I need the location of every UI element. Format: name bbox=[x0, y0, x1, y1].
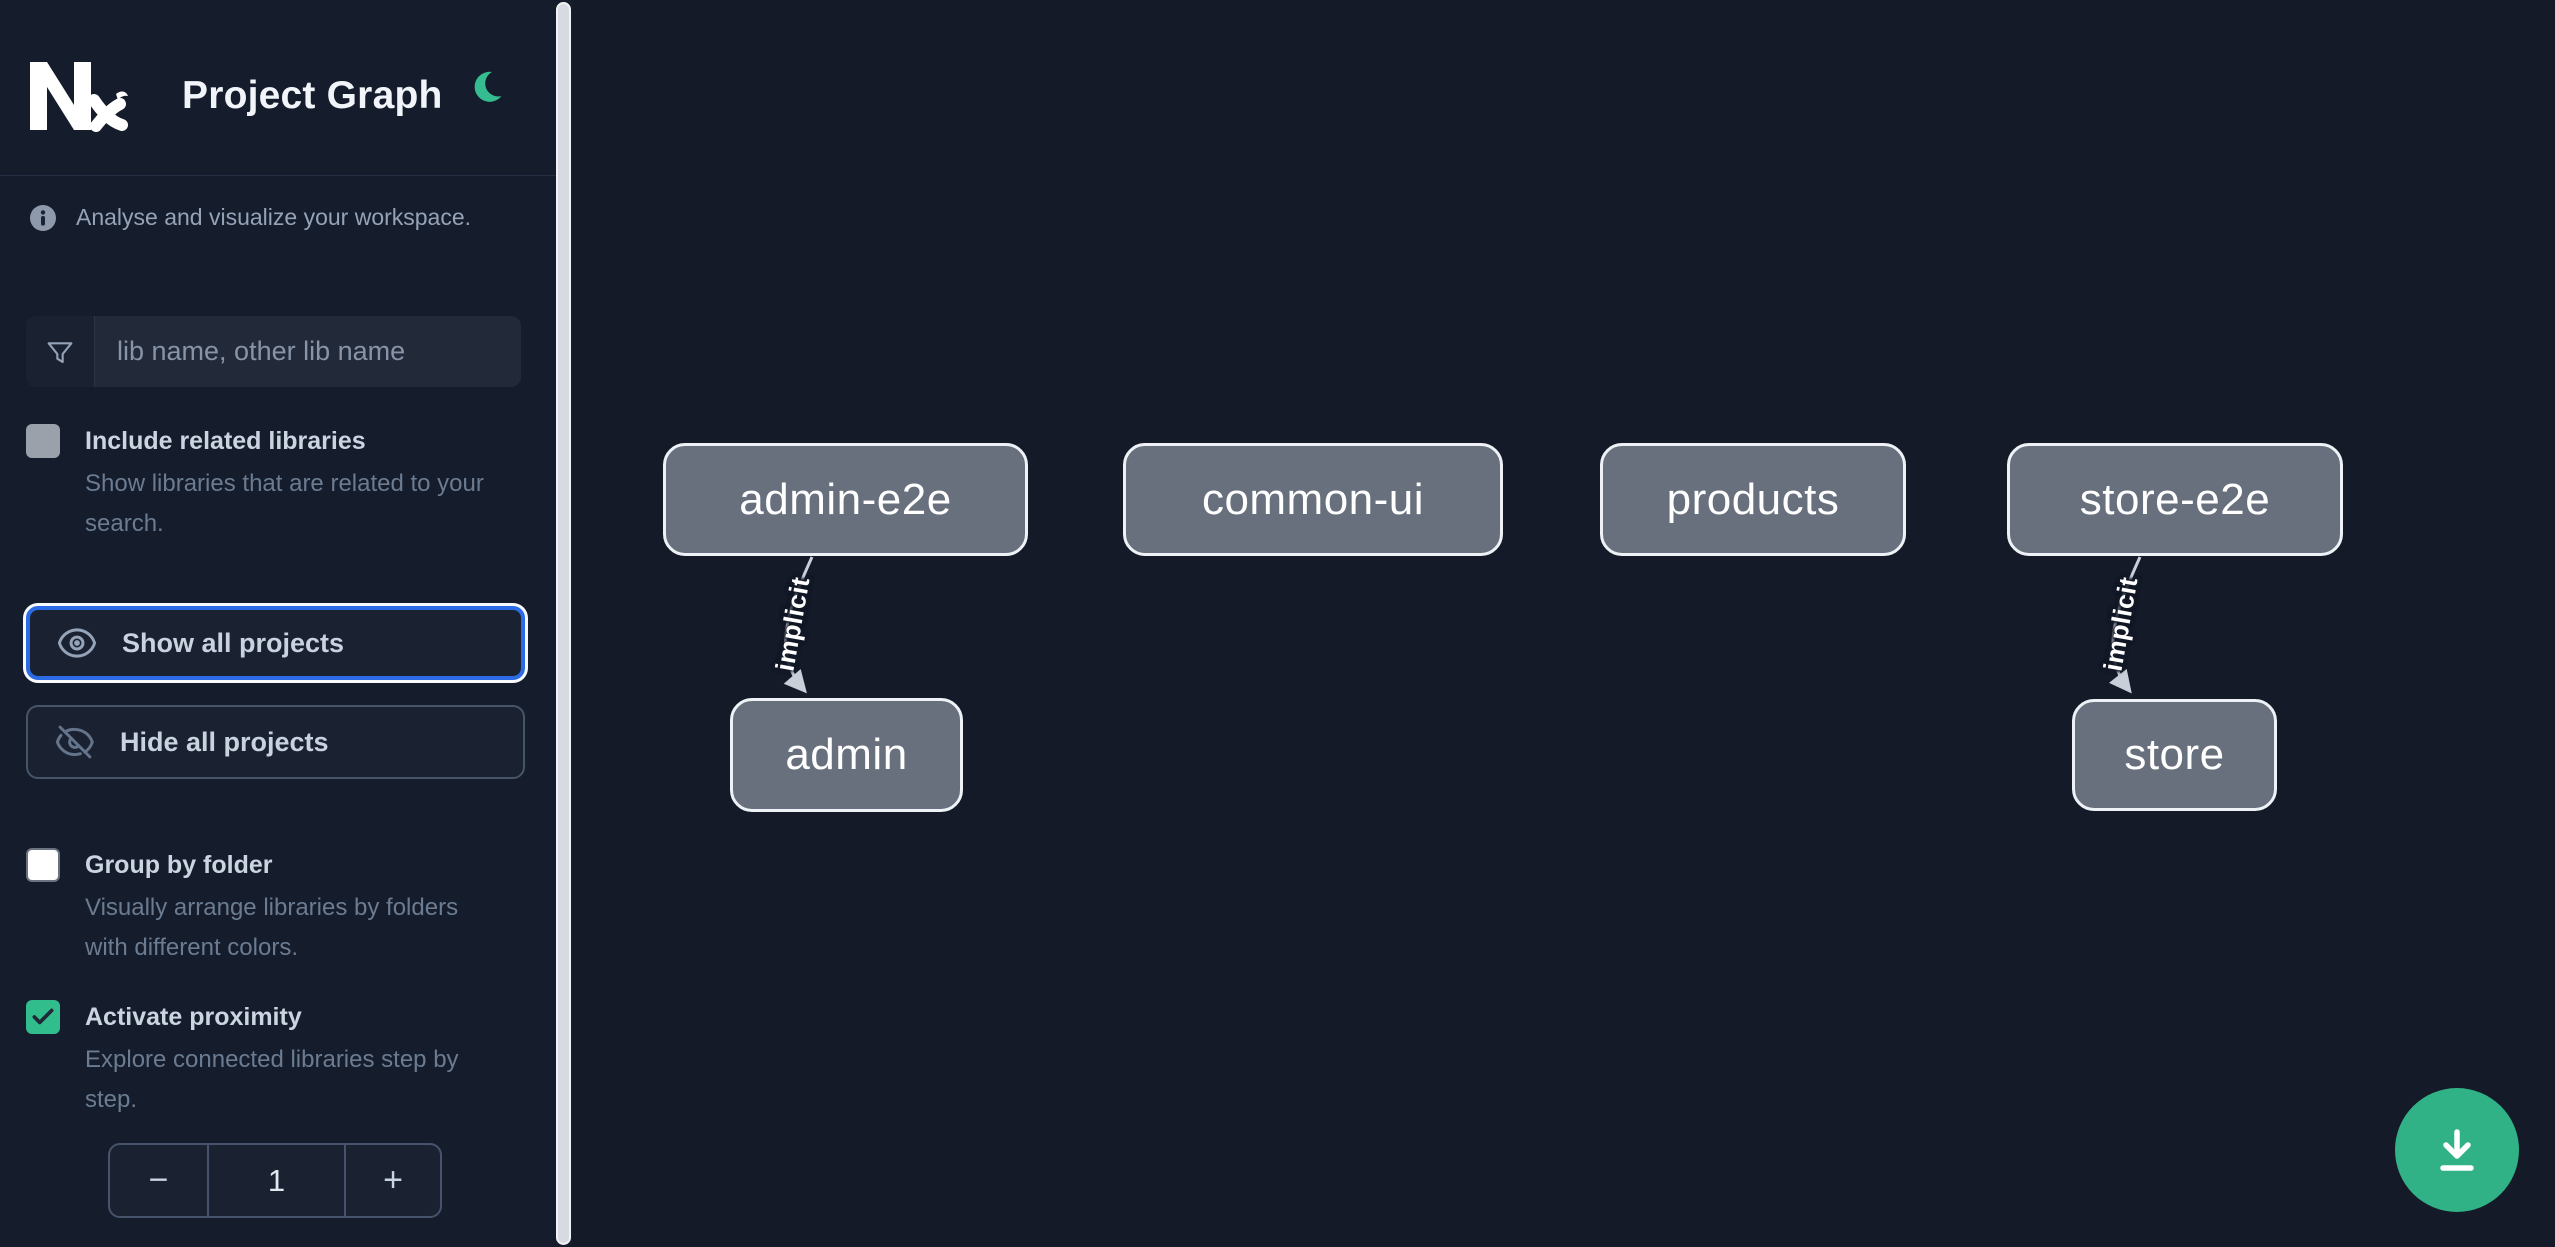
proximity-depth-value: 1 bbox=[267, 1162, 286, 1198]
toggle-include-related: Include related libraries Show libraries… bbox=[26, 424, 531, 544]
workspace-info-row: Analyse and visualize your workspace. bbox=[30, 204, 530, 231]
toggle-description: Explore connected libraries step by step… bbox=[85, 1046, 459, 1113]
show-all-projects-button[interactable]: Show all projects bbox=[26, 606, 525, 680]
nx-logo-icon bbox=[30, 62, 128, 132]
toggle-label[interactable]: Include related libraries bbox=[85, 427, 366, 455]
proximity-depth-stepper: − 1 + bbox=[108, 1143, 442, 1218]
node-admin[interactable]: admin bbox=[730, 698, 963, 812]
theme-toggle-button[interactable] bbox=[464, 66, 508, 110]
download-image-button[interactable] bbox=[2395, 1088, 2519, 1212]
edge-admin-e2e-admin bbox=[783, 556, 814, 694]
funnel-icon bbox=[47, 341, 73, 363]
decrement-button[interactable]: − bbox=[110, 1145, 209, 1216]
info-icon bbox=[30, 204, 56, 231]
show-all-projects-label: Show all projects bbox=[122, 627, 345, 658]
node-store-e2e[interactable]: store-e2e bbox=[2007, 443, 2343, 556]
hide-all-projects-button[interactable]: Hide all projects bbox=[26, 705, 525, 779]
download-icon bbox=[2440, 1129, 2474, 1171]
sidebar-header: Project Graph bbox=[0, 0, 556, 176]
graph-edges bbox=[783, 556, 2142, 694]
project-graph-canvas[interactable]: implicit implicit admin-e2e common-ui pr… bbox=[573, 0, 2555, 1247]
checkbox-include-related[interactable] bbox=[26, 424, 60, 458]
funnel-cell bbox=[26, 316, 95, 387]
checkbox-group-by-folder[interactable] bbox=[26, 848, 60, 882]
eye-icon bbox=[57, 628, 97, 658]
toggle-label[interactable]: Group by folder bbox=[85, 851, 273, 879]
edge-store-e2e-store bbox=[2109, 556, 2142, 694]
filter-search-box bbox=[26, 316, 521, 387]
page-title: Project Graph bbox=[182, 74, 443, 117]
increment-button[interactable]: + bbox=[344, 1145, 440, 1216]
node-products[interactable]: products bbox=[1600, 443, 1906, 556]
node-common-ui[interactable]: common-ui bbox=[1123, 443, 1503, 556]
checkbox-activate-proximity[interactable] bbox=[26, 1000, 60, 1034]
sidebar-scrollbar[interactable] bbox=[556, 2, 571, 1245]
eye-slash-icon bbox=[55, 725, 94, 759]
toggle-group-by-folder: Group by folder Visually arrange librari… bbox=[26, 848, 531, 968]
node-admin-e2e[interactable]: admin-e2e bbox=[663, 443, 1028, 556]
node-store[interactable]: store bbox=[2072, 699, 2277, 811]
toggle-activate-proximity: Activate proximity Explore connected lib… bbox=[26, 1000, 531, 1120]
checkmark-icon bbox=[32, 1008, 54, 1025]
search-input[interactable] bbox=[95, 316, 521, 387]
toggle-description: Visually arrange libraries by folders wi… bbox=[85, 894, 459, 961]
tagline-text: Analyse and visualize your workspace. bbox=[76, 204, 472, 230]
toggle-description: Show libraries that are related to your … bbox=[85, 470, 484, 537]
sidebar: Project Graph Analyse and visualize your… bbox=[0, 0, 573, 1247]
toggle-label[interactable]: Activate proximity bbox=[85, 1003, 302, 1031]
hide-all-projects-label: Hide all projects bbox=[120, 726, 329, 757]
moon-icon bbox=[474, 71, 502, 102]
